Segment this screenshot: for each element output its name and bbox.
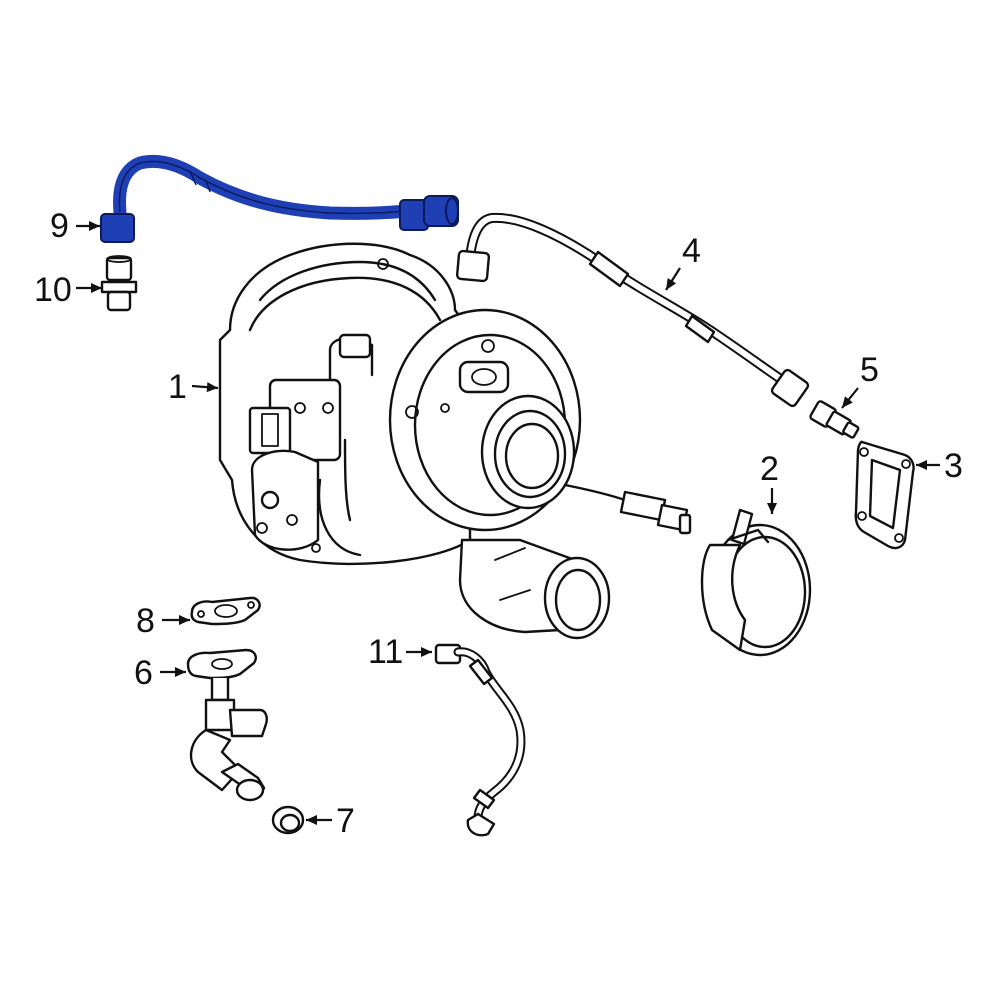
callout-2[interactable]: 2 [760, 450, 779, 514]
callout-label-9: 9 [50, 207, 69, 245]
part-9-nut-fitting [399, 195, 459, 231]
arrowhead-7 [306, 815, 317, 825]
callout-4[interactable]: 4 [665, 232, 701, 291]
part-10-fitting[interactable] [100, 255, 138, 312]
part-11-line[interactable] [434, 643, 526, 837]
callout-label-1: 1 [168, 368, 187, 406]
part-6-drain-tube[interactable] [186, 648, 268, 802]
part-1-turbocharger[interactable] [218, 242, 611, 640]
callout-label-10: 10 [34, 271, 72, 309]
part-5-fitting[interactable] [809, 400, 861, 441]
callout-1[interactable]: 1 [168, 368, 219, 406]
arrowhead-5 [842, 396, 853, 408]
arrowhead-8 [179, 615, 190, 625]
arrowhead-11 [421, 647, 432, 657]
part-3-gasket[interactable] [854, 440, 915, 550]
part-7-plug[interactable] [271, 805, 305, 835]
arrowhead-6 [175, 667, 186, 677]
sensor-harness [563, 483, 692, 535]
callout-3[interactable]: 3 [916, 447, 963, 485]
callout-7[interactable]: 7 [306, 802, 355, 840]
callout-8[interactable]: 8 [136, 602, 190, 640]
arrowhead-1 [206, 382, 218, 393]
arrowhead-10 [91, 283, 102, 293]
callout-6[interactable]: 6 [134, 654, 186, 692]
callouts: 1 2 3 4 5 6 7 8 9 10 11 [34, 207, 963, 840]
callout-9[interactable]: 9 [50, 207, 100, 245]
callout-label-6: 6 [134, 654, 153, 692]
callout-label-2: 2 [760, 450, 779, 488]
callout-label-7: 7 [336, 802, 355, 840]
part-9-end-fitting [100, 213, 135, 243]
part-2-clamp[interactable] [700, 508, 812, 657]
part-9-oil-feed-line[interactable] [100, 154, 459, 243]
callout-10[interactable]: 10 [34, 271, 102, 309]
arrowhead-3 [916, 460, 927, 470]
part-8-gasket[interactable] [190, 596, 261, 626]
part-4-line[interactable] [455, 212, 810, 408]
callout-label-5: 5 [860, 351, 879, 389]
part-9-tube [113, 154, 422, 220]
callout-label-11: 11 [368, 633, 403, 671]
callout-label-3: 3 [944, 447, 963, 485]
arrowhead-9 [89, 221, 100, 231]
arrowhead-4 [666, 278, 677, 290]
callout-5[interactable]: 5 [841, 351, 879, 409]
arrowhead-2 [767, 503, 777, 514]
callout-label-4: 4 [682, 232, 701, 270]
callout-label-8: 8 [136, 602, 155, 640]
callout-11[interactable]: 11 [368, 633, 432, 671]
